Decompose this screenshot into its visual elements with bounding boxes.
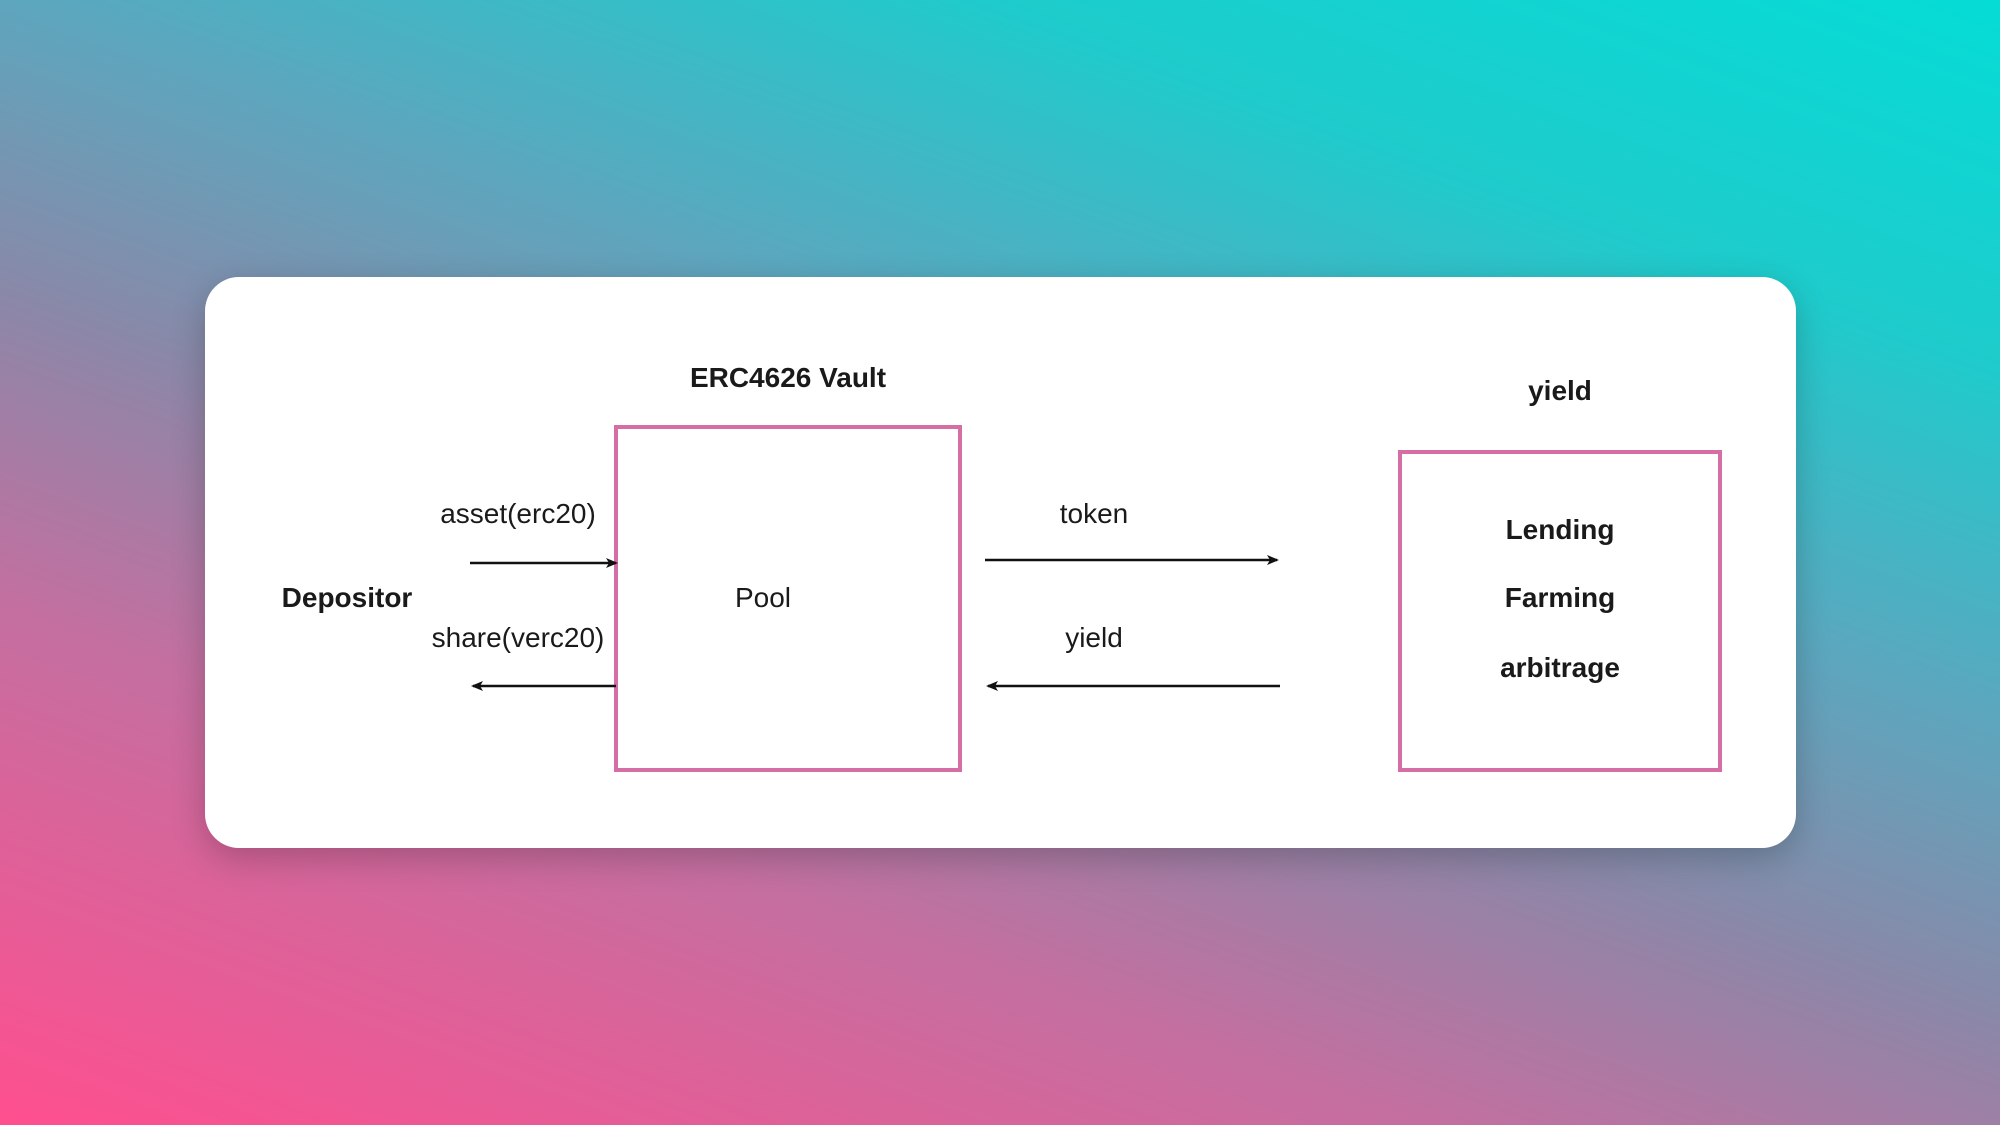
strategy-box: [1398, 450, 1722, 772]
token-label: token: [1060, 498, 1129, 529]
diagram-card: ERC4626 Vault yield Pool Depositor asset…: [205, 277, 1796, 848]
share-label: share(verc20): [432, 622, 605, 653]
strategy-item-lending: Lending: [1506, 514, 1615, 545]
asset-label: asset(erc20): [440, 498, 596, 529]
pool-label: Pool: [735, 582, 791, 613]
yield-title: yield: [1528, 375, 1592, 406]
vault-title: ERC4626 Vault: [690, 362, 886, 393]
yield-flow-label: yield: [1065, 622, 1123, 653]
strategy-item-farming: Farming: [1505, 582, 1615, 613]
vault-pool-box: [614, 425, 962, 772]
vault-flow-diagram: ERC4626 Vault yield Pool Depositor asset…: [282, 362, 1722, 772]
depositor-label: Depositor: [282, 582, 413, 613]
strategy-item-arbitrage: arbitrage: [1500, 652, 1620, 683]
